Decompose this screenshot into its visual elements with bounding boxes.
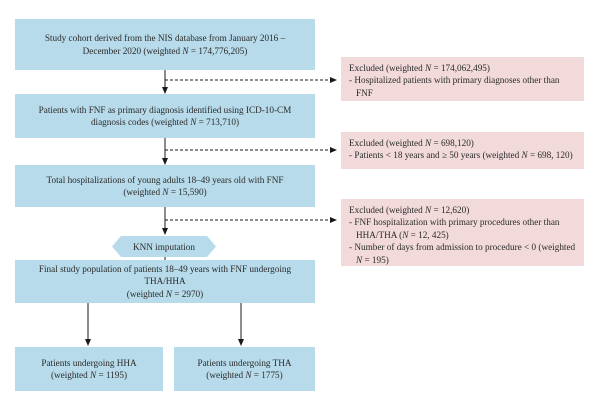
tha-line-1: Patients undergoing THA	[197, 357, 292, 368]
fnf-box: Patients with FNF as primary diagnosis i…	[15, 94, 315, 138]
excluded-2-item-1: - Patients < 18 years and ≥ 50 years (we…	[349, 150, 573, 161]
final-line-1: Final study population of patients 18–49…	[38, 263, 292, 287]
cohort-line-2: December 2020 (weighted N = 174,776,205)	[82, 45, 248, 56]
final-population-box: Final study population of patients 18–49…	[15, 260, 315, 303]
fnf-line-1: Patients with FNF as primary diagnosis i…	[38, 104, 292, 115]
hha-line-2: (weighted N = 1195)	[50, 370, 128, 380]
excluded-1-item-1: - Hospitalized patients with primary dia…	[349, 75, 560, 98]
excluded-box-2: Excluded (weighted N = 698,120) - Patien…	[341, 132, 584, 169]
hha-line-1: Patients undergoing HHA	[41, 357, 137, 368]
excluded-box-3: Excluded (weighted N = 12,620) - FNF hos…	[341, 199, 584, 266]
excluded-3-item-1: - FNF hospitalization with primary proce…	[349, 217, 560, 240]
knn-imputation-step: KNN imputation	[112, 236, 216, 257]
tha-line-2: (weighted N = 1775)	[206, 370, 283, 380]
cohort-line-1: Study cohort derived from the NIS databa…	[44, 33, 286, 44]
young-adults-line-2: (weighted N = 15,590)	[123, 187, 207, 197]
young-adults-box: Total hospitalizations of young adults 1…	[15, 165, 315, 207]
young-adults-line-1: Total hospitalizations of young adults 1…	[46, 174, 284, 185]
excluded-2-title: Excluded (weighted N = 698,120)	[349, 138, 474, 148]
excluded-3-item-2: - Number of days from admission to proce…	[349, 242, 576, 265]
fnf-line-2: diagnosis codes (weighted N = 713,710)	[90, 117, 240, 127]
excluded-3-title: Excluded (weighted N = 12,620)	[349, 205, 470, 215]
hha-box: Patients undergoing HHA (weighted N = 11…	[15, 347, 163, 391]
final-line-2: (weighted N = 2970)	[126, 288, 204, 299]
cohort-box: Study cohort derived from the NIS databa…	[15, 19, 315, 70]
tha-box: Patients undergoing THA (weighted N = 17…	[174, 347, 315, 391]
excluded-box-1: Excluded (weighted N = 174,062,495) - Ho…	[341, 57, 584, 101]
excluded-1-title: Excluded (weighted N = 174,062,495)	[349, 63, 490, 73]
